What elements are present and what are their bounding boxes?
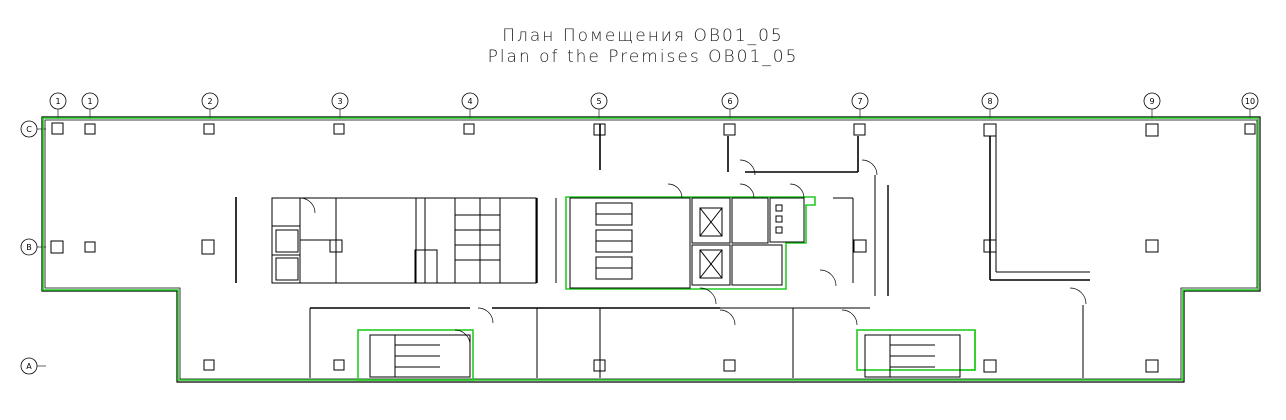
grid-column-marker: 4: [461, 92, 479, 119]
grid-column-label: 5: [596, 97, 601, 106]
grid-column-label: 10: [1245, 97, 1255, 106]
premises-boundary: [42, 117, 1259, 381]
grid-column-marker: 5: [590, 92, 608, 119]
grid-column-marker: 10: [1241, 92, 1259, 119]
grid-column-label: 9: [1149, 97, 1154, 106]
grid-row-label: C: [26, 125, 32, 134]
grid-column-marker: 8: [981, 92, 999, 119]
grid-row-marker: A: [20, 357, 46, 375]
structural-columns: [50, 122, 1256, 373]
grid-column-marker: 3: [331, 92, 349, 119]
outer-walls: [41, 116, 1261, 383]
grid-column-label: 7: [857, 97, 862, 106]
grid-column-marker: 1: [81, 92, 99, 119]
grid-column-label: 1: [87, 97, 92, 106]
grid-column-label: 3: [337, 97, 342, 106]
plan-title-ru: План Помещения ОВ01_05: [502, 26, 784, 46]
interior-walls: [235, 124, 1090, 378]
grid-column-marker: 2: [201, 92, 219, 119]
grid-column-label: 6: [727, 97, 732, 106]
plan-title: План Помещения ОВ01_05 Plan of the Premi…: [0, 26, 1286, 68]
grid-column-label: 8: [987, 97, 992, 106]
grid-column-label: 2: [207, 97, 212, 106]
grid-row-label: B: [26, 243, 32, 252]
grid-row-label: A: [26, 362, 32, 371]
grid-column-marker: 9: [1143, 92, 1161, 119]
plan-title-en: Plan of the Premises OB01_05: [487, 47, 799, 67]
grid-column-marker: 7: [851, 92, 869, 119]
grid-column-label: 1: [55, 97, 60, 106]
door-swings: [299, 159, 1087, 346]
grid-column-marker: 1: [49, 92, 67, 119]
grid-column-marker: 6: [721, 92, 739, 119]
grid-column-label: 4: [467, 97, 472, 106]
grid-column-markers: 1 1 2 3 4 5 6 7 8 9 10: [49, 92, 1259, 119]
